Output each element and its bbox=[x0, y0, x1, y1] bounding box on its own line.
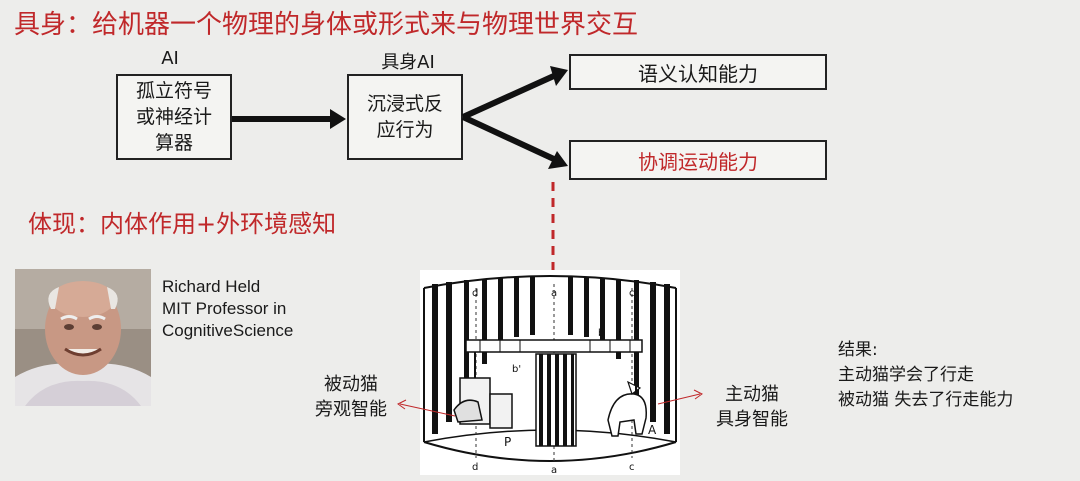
ai-box: 孤立符号 或神经计 算器 bbox=[116, 74, 232, 160]
letter-p: P bbox=[504, 435, 511, 449]
letter-a-top: a bbox=[551, 288, 557, 299]
person-role: MIT Professor in bbox=[162, 299, 287, 318]
embodied-box: 沉浸式反 应行为 bbox=[347, 74, 463, 160]
letter-d-top: d bbox=[472, 288, 478, 299]
results-heading: 结果: bbox=[838, 340, 878, 360]
portrait-image bbox=[15, 269, 151, 406]
active-cat-label: 主动猫 具身智能 bbox=[716, 384, 788, 430]
letter-a-bottom: a bbox=[551, 465, 557, 475]
results-line-2: 被动猫 失去了行走能力 bbox=[838, 390, 1014, 410]
page-title: 具身：给机器一个物理的身体或形式来与物理世界交互 bbox=[14, 10, 639, 40]
results-block: 结果: 主动猫学会了行走 被动猫 失去了行走能力 bbox=[838, 338, 1013, 413]
letter-d-bottom: d bbox=[472, 462, 478, 473]
passive-cat-label: 被动猫 旁观智能 bbox=[315, 374, 387, 420]
pointer-active-cat bbox=[657, 389, 703, 405]
person-field: CognitiveScience bbox=[162, 321, 294, 340]
pointer-passive-cat bbox=[397, 399, 456, 417]
arrow-to-semantic bbox=[461, 66, 568, 120]
semantic-cognition-box: 语义认知能力 bbox=[569, 54, 827, 90]
motor-coordination-box: 协调运动能力 bbox=[569, 140, 827, 180]
letter-b-prime: b' bbox=[512, 364, 521, 375]
subtitle: 体现：内体作用+外环境感知 bbox=[28, 210, 337, 238]
person-name: Richard Held bbox=[162, 277, 261, 296]
kitten-carousel-illustration: d a c b b' P A d a c bbox=[420, 270, 680, 475]
letter-c-top: c bbox=[629, 288, 635, 299]
results-line-1: 主动猫学会了行走 bbox=[838, 365, 974, 385]
letter-b: b bbox=[598, 328, 604, 339]
person-caption: Richard Held MIT Professor in CognitiveS… bbox=[162, 276, 293, 342]
embodied-ai-label: 具身AI bbox=[381, 52, 435, 73]
letter-a-cat: A bbox=[648, 423, 657, 437]
arrow-to-motor bbox=[461, 114, 568, 169]
letter-c-bottom: c bbox=[629, 462, 635, 473]
ai-label: AI bbox=[161, 48, 179, 69]
arrow-ai-to-embodied bbox=[232, 109, 346, 129]
